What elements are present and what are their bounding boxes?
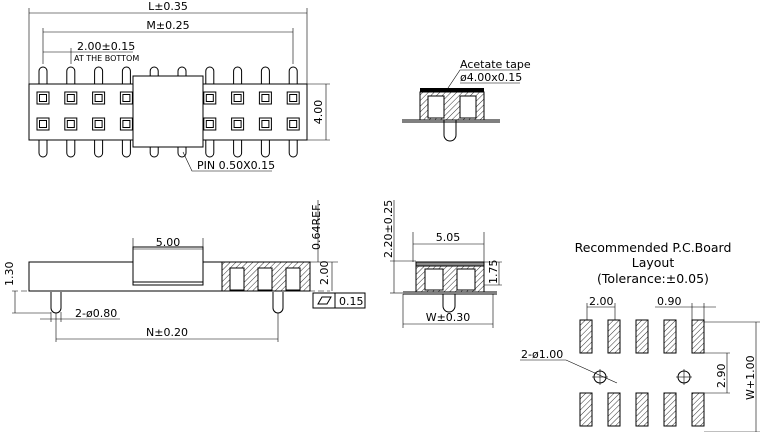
pcb-tolerance: (Tolerance:±0.05) <box>597 271 709 286</box>
pin <box>258 66 272 158</box>
dim-pitch-top: 2.00±0.15 <box>77 40 135 53</box>
pin-note: PIN 0.50X0.15 <box>197 159 275 172</box>
pad <box>663 319 677 354</box>
dim-pad-width: 0.90 <box>657 295 682 308</box>
top-pins <box>36 66 300 158</box>
hole-right <box>676 369 692 385</box>
top-view: L±0.35 M±0.25 2.00±0.15 AT THE BOTTOM 4.… <box>28 0 330 172</box>
pick-cap <box>132 75 204 148</box>
pin <box>203 66 217 158</box>
side-view: 5.00 0.64REF. 2.00 1.30 2-ø0.80 N±0.20 0… <box>3 200 366 342</box>
dim-gap: 2.90 <box>715 364 728 389</box>
pad <box>579 392 593 427</box>
pad <box>579 319 593 354</box>
flatness-value: 0.15 <box>339 295 364 308</box>
dim-total-height: 2.20±0.25 <box>382 200 395 258</box>
pin <box>286 66 300 158</box>
dim-peg: 1.30 <box>3 262 16 287</box>
tape-label: Acetate tape <box>460 58 531 71</box>
dim-body: 2.00 <box>318 261 331 286</box>
pitch-note: AT THE BOTTOM <box>74 54 139 63</box>
pcb-layout: Recommended P.C.Board Layout (Tolerance:… <box>520 240 760 432</box>
end-view-top: Acetate tape ø4.00x0.15 <box>402 58 531 142</box>
dim-N: N±0.20 <box>146 326 188 339</box>
pad <box>691 319 705 354</box>
dim-M: M±0.25 <box>146 19 189 32</box>
pin <box>119 66 133 158</box>
dim-pad-pitch: 2.00 <box>589 295 614 308</box>
pad <box>663 392 677 427</box>
pin <box>92 66 106 158</box>
pad <box>691 392 705 427</box>
pad <box>635 392 649 427</box>
dim-peg-dia: 2-ø0.80 <box>75 307 117 320</box>
pin <box>64 66 78 158</box>
dim-ref: 0.64REF. <box>310 203 323 250</box>
pcb-subtitle: Layout <box>632 255 675 270</box>
dim-total: W+1.00 <box>744 355 757 400</box>
dim-hole: 2-ø1.00 <box>521 348 563 361</box>
hole-left <box>592 369 608 385</box>
end-view: 5.05 2.20±0.25 1.75 W±0.30 <box>382 200 502 328</box>
dim-cap-width: 5.05 <box>436 231 461 244</box>
dim-body-height: 1.75 <box>487 260 500 285</box>
pcb-title: Recommended P.C.Board <box>575 240 732 255</box>
pin <box>231 66 245 158</box>
dim-L: L±0.35 <box>148 0 188 13</box>
dim-height-top: 4.00 <box>312 100 325 125</box>
tape-dim: ø4.00x0.15 <box>460 71 522 84</box>
pad <box>607 319 621 354</box>
pad <box>607 392 621 427</box>
pcb-pads <box>579 319 705 427</box>
pad <box>635 319 649 354</box>
dim-W: W±0.30 <box>426 311 471 324</box>
pin <box>36 66 50 158</box>
flatness-icon <box>317 296 332 305</box>
dim-cap: 5.00 <box>156 236 181 249</box>
